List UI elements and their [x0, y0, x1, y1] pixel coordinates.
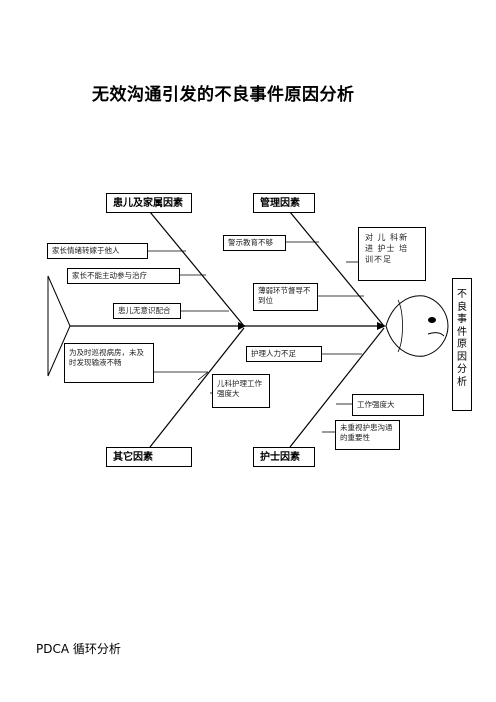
bone-management	[289, 211, 385, 327]
footer-text: PDCA 循环分析	[36, 642, 121, 656]
cause-pediatric-workload: 儿科护理工作强度大	[212, 374, 270, 408]
bone-patient-family	[149, 211, 245, 327]
bone-other	[149, 327, 245, 448]
category-other: 其它因素	[106, 447, 192, 467]
cause-family-emotion: 家长情绪转嫁于他人	[47, 243, 148, 259]
spine-arrow-1	[238, 322, 246, 330]
cause-family-participation: 家长不能主动参与治疗	[67, 268, 180, 284]
category-patient-family: 患儿及家属因素	[106, 193, 192, 213]
cause-weak-supervision: 薄弱环节督导不到位	[253, 283, 318, 311]
cause-warning-education: 警示教育不够	[223, 235, 286, 251]
cause-new-nurse-training: 对 儿 科新 进 护士 培 训不足	[358, 227, 426, 281]
bone-nurse	[289, 327, 385, 448]
fish-head	[385, 295, 449, 357]
cause-communication-awareness: 未重视护患沟通的重要性	[335, 420, 400, 450]
page-title: 无效沟通引发的不良事件原因分析	[92, 85, 355, 105]
cause-staff-shortage: 护理人力不足	[246, 346, 322, 362]
category-management: 管理因素	[253, 193, 315, 213]
cause-work-intensity: 工作强度大	[352, 394, 424, 416]
fish-eye	[428, 317, 436, 323]
fish-tail	[47, 275, 71, 377]
cause-child-cooperation: 患儿无意识配合	[113, 303, 181, 319]
category-nurse: 护士因素	[253, 447, 315, 467]
cause-patrol-infusion: 为及时巡视病房，未及时发现输液不畅	[64, 343, 154, 383]
spine-arrow-2	[377, 322, 386, 330]
effect-box: 不良事件原因分析	[452, 278, 472, 411]
